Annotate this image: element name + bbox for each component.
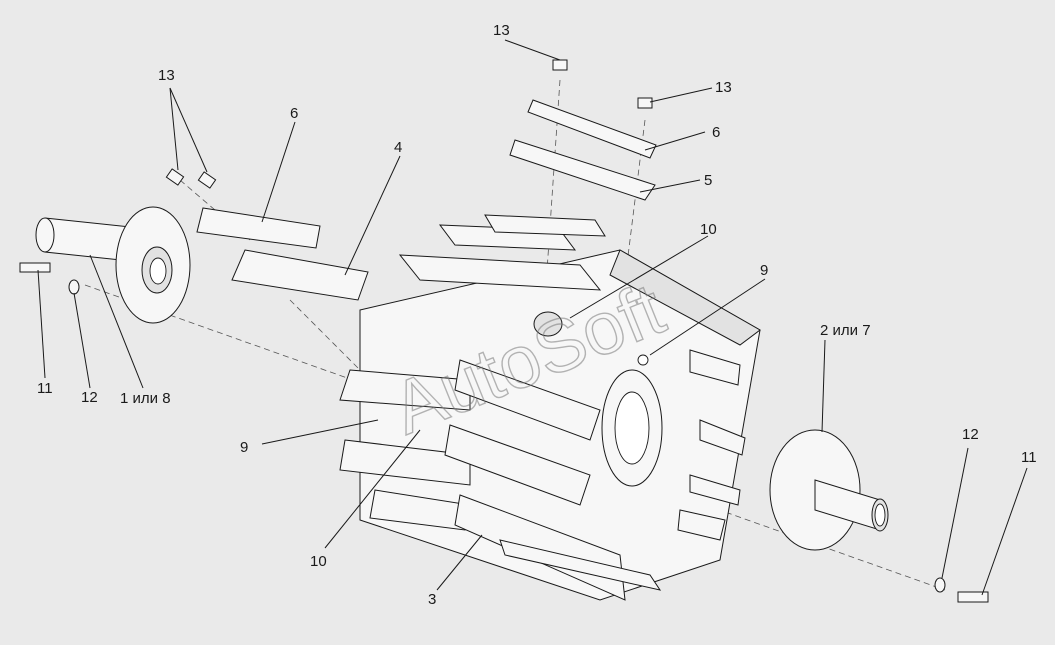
callout-labels: 13 13 13 6 6 5 4 10 9 9 10 3 2 или 7 1 и…	[37, 22, 1037, 608]
callout-6-left: 6	[290, 105, 298, 122]
callout-10-bottom: 10	[310, 553, 327, 570]
drum-body	[339, 214, 761, 601]
callout-3: 3	[428, 591, 436, 608]
callout-5: 5	[704, 172, 712, 189]
callout-13-right: 13	[715, 79, 732, 96]
callout-4: 4	[394, 139, 402, 156]
right-flange	[769, 429, 889, 551]
leader-lines	[37, 39, 1028, 596]
callout-10-top: 10	[700, 221, 717, 238]
callout-2-or-7: 2 или 7	[820, 322, 871, 339]
callout-12-left: 12	[81, 389, 98, 406]
fasteners	[19, 59, 989, 603]
callout-1-or-8: 1 или 8	[120, 390, 171, 407]
knives-and-plates	[196, 99, 657, 301]
callout-11-left: 11	[37, 380, 53, 397]
callout-13-top: 13	[493, 22, 510, 39]
callout-11-right: 11	[1021, 449, 1037, 466]
callout-6-right: 6	[712, 124, 720, 141]
callout-13-left: 13	[158, 67, 175, 84]
callout-9-left: 9	[240, 439, 248, 456]
left-shaft-flange	[35, 206, 191, 324]
callout-9-right: 9	[760, 262, 768, 279]
callout-12-right: 12	[962, 426, 979, 443]
